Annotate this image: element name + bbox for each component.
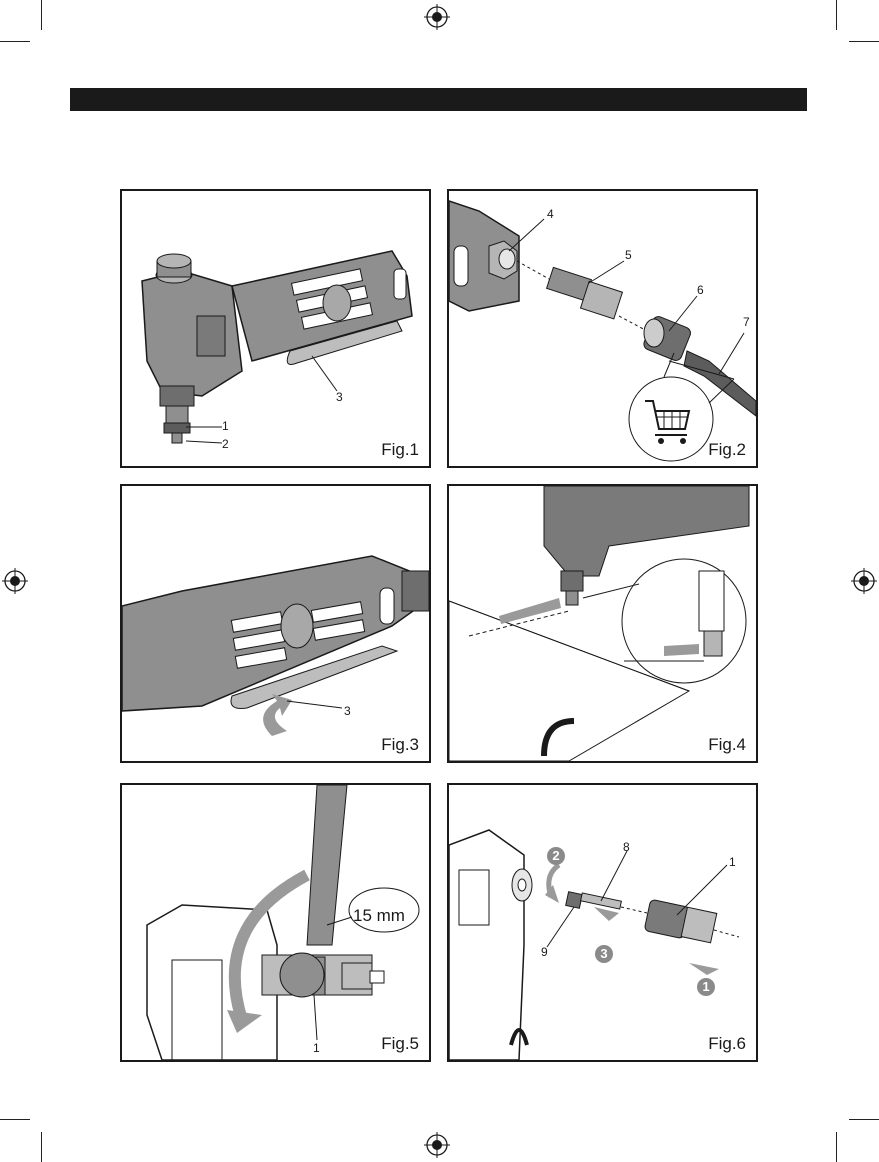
figure-4-panel: Fig.4 — [447, 484, 758, 763]
callout-9: 9 — [541, 945, 548, 959]
figure-label: Fig.5 — [381, 1034, 419, 1054]
callout-3: 3 — [344, 704, 351, 718]
registration-mark-icon — [851, 568, 877, 594]
crop-mark — [0, 41, 30, 42]
callout-1: 1 — [222, 419, 229, 433]
registration-mark-icon — [424, 4, 450, 30]
air-nibbler-side-view-illustration — [122, 191, 429, 466]
figure-label: Fig.2 — [708, 440, 746, 460]
figure-label: Fig.1 — [381, 440, 419, 460]
callout-1: 1 — [313, 1041, 320, 1055]
step-badge-3: 3 — [595, 945, 613, 963]
crop-mark — [849, 1119, 879, 1120]
figure-2-panel: 4 5 6 7 Fig.2 — [447, 189, 758, 468]
callout-3: 3 — [336, 390, 343, 404]
wrench-size-label: 15 mm — [353, 906, 405, 926]
air-coupling-connection-illustration — [449, 191, 756, 466]
section-header-bar — [70, 88, 807, 111]
figure-3-panel: 3 Fig.3 — [120, 484, 431, 763]
figure-label: Fig.4 — [708, 735, 746, 755]
figure-6-panel: 8 1 9 2 3 1 Fig.6 — [447, 783, 758, 1062]
registration-mark-icon — [2, 568, 28, 594]
sheet-cutting-illustration — [449, 486, 756, 761]
blade-replacement-illustration — [449, 785, 756, 1060]
callout-8: 8 — [623, 840, 630, 854]
figure-1-panel: 3 1 2 Fig.1 — [120, 189, 431, 468]
callout-2: 2 — [222, 437, 229, 451]
figure-label: Fig.6 — [708, 1034, 746, 1054]
crop-mark — [0, 1119, 30, 1120]
trigger-lever-illustration — [122, 486, 429, 761]
figure-label: Fig.3 — [381, 735, 419, 755]
figure-5-panel: 15 mm 1 Fig.5 — [120, 783, 431, 1062]
crop-mark — [41, 0, 42, 30]
callout-7: 7 — [743, 315, 750, 329]
step-badge-1: 1 — [697, 978, 715, 996]
crop-mark — [836, 0, 837, 30]
callout-1: 1 — [729, 855, 736, 869]
callout-4: 4 — [547, 207, 554, 221]
callout-6: 6 — [697, 283, 704, 297]
crop-mark — [836, 1132, 837, 1162]
step-badge-2: 2 — [547, 847, 565, 865]
callout-5: 5 — [625, 248, 632, 262]
crop-mark — [849, 41, 879, 42]
registration-mark-icon — [424, 1132, 450, 1158]
crop-mark — [41, 1132, 42, 1162]
